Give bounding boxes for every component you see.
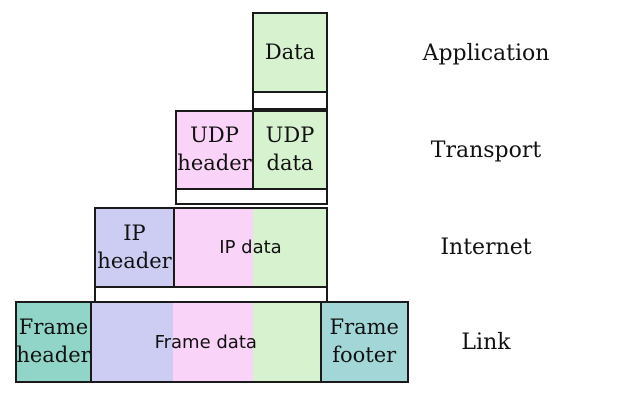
layer-label-transport: Transport: [430, 138, 542, 163]
data-box-label: Data: [264, 39, 316, 64]
frame-header-label: Frame header: [16, 315, 91, 367]
frame-header-box: Frame header: [16, 303, 92, 381]
connector-internet-link: [94, 285, 328, 303]
layer-label-application: Application: [422, 41, 550, 66]
transport-row: UDP header UDP data: [175, 110, 328, 190]
internet-row: IP header IP data: [94, 207, 328, 288]
udp-data-label: UDP data: [265, 123, 315, 175]
udp-header-label: UDP header: [177, 123, 252, 175]
frame-data-label: Frame data: [154, 331, 257, 353]
udp-header-box: UDP header: [177, 112, 254, 188]
connector-transport-internet: [175, 187, 328, 205]
ip-data-box: IP data: [175, 209, 326, 286]
frame-data-box: Frame data: [92, 303, 322, 381]
ip-data-label: IP data: [219, 237, 282, 258]
udp-data-box: UDP data: [254, 112, 326, 188]
data-box: Data: [252, 12, 328, 93]
ip-header-label: IP header: [97, 220, 172, 273]
frame-footer-box: Frame footer: [321, 303, 407, 381]
frame-footer-label: Frame footer: [329, 315, 399, 367]
layer-label-link: Link: [461, 330, 511, 355]
link-row: Frame header Frame data Frame footer: [15, 301, 409, 383]
layer-label-internet: Internet: [440, 235, 532, 260]
ip-header-box: IP header: [96, 209, 175, 286]
connector-application-transport: [252, 90, 328, 110]
